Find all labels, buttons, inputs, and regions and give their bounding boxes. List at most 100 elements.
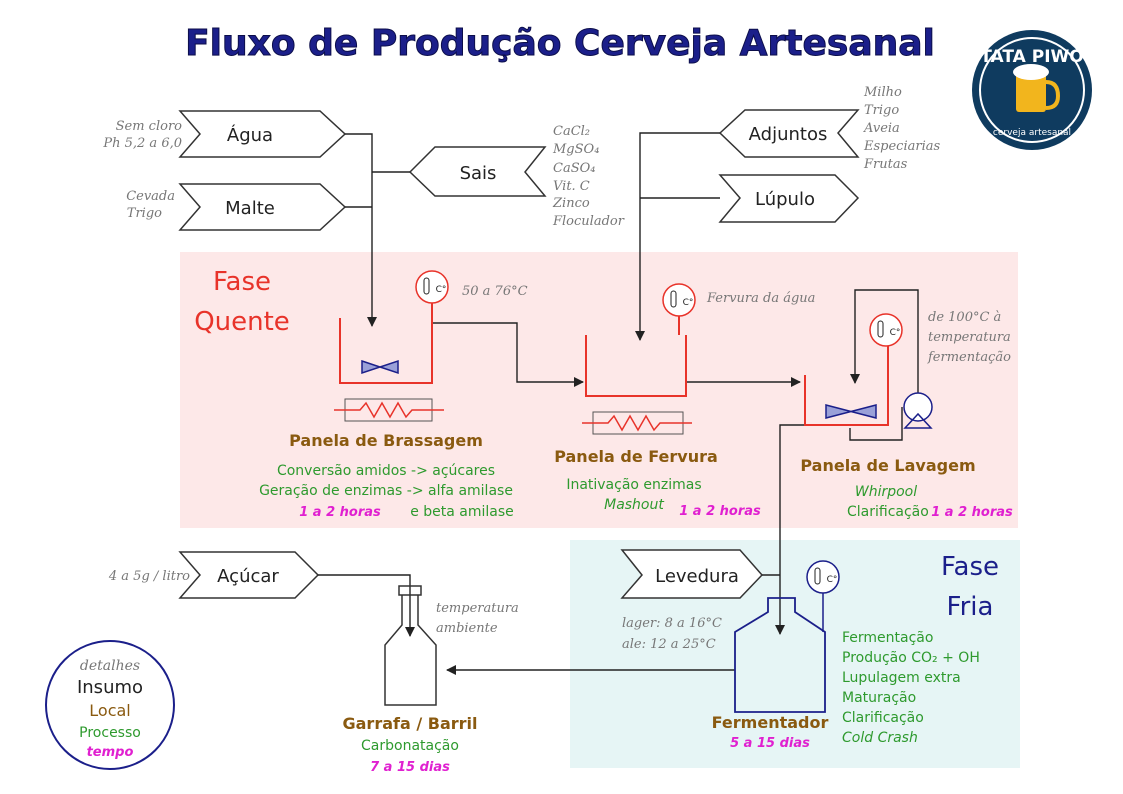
svg-text:C°: C° (890, 328, 901, 338)
adjuntos-detail-5: Frutas (863, 157, 908, 172)
sais-detail-6: Floculador (552, 214, 625, 229)
legend-tempo: tempo (87, 745, 134, 760)
malte-detail-1: Cevada (126, 189, 175, 204)
mixer-icon (825, 404, 877, 419)
lavagem-time: 1 a 2 horas (931, 505, 1013, 520)
input-agua: Água (178, 110, 347, 158)
adjuntos-detail-3: Aveia (863, 121, 900, 136)
adjuntos-detail-2: Trigo (864, 103, 899, 118)
svg-text:C°: C° (683, 298, 694, 308)
input-adjuntos-label: Adjuntos (749, 124, 828, 145)
logo-tagline: cerveja artesanal (993, 128, 1071, 138)
sais-detail-1: CaCl₂ (553, 124, 590, 139)
brassagem-temp: 50 a 76°C (462, 284, 528, 299)
input-sais-label: Sais (460, 163, 497, 184)
garrafa-temp-1: temperatura (436, 601, 519, 616)
beer-mug-icon (1013, 64, 1061, 112)
fermentador-tank: C° (734, 560, 840, 713)
cold-phase-label-1: Fase (941, 552, 999, 582)
fermentador-time: 5 a 15 dias (730, 736, 810, 751)
agua-detail-1: Sem cloro (116, 119, 183, 134)
thermometer-icon: C° (806, 560, 840, 632)
input-levedura-label: Levedura (655, 566, 739, 587)
lavagem-process-2: Clarificação (847, 504, 929, 520)
lavagem-temp-3: fermentação (927, 350, 1011, 365)
lavagem-name: Panela de Lavagem (800, 456, 975, 475)
sais-detail-4: Vit. C (553, 179, 590, 194)
legend-circle (45, 640, 175, 770)
lavagem-pot: C° (804, 313, 933, 429)
thermometer-icon: C° (869, 313, 903, 347)
thermometer-icon: C° (415, 270, 449, 318)
fermentador-process-5: Clarificação (842, 710, 924, 726)
connector-lavagem-fermentador (775, 424, 805, 635)
fervura-process-2: Mashout (604, 497, 664, 513)
input-acucar: Açúcar (178, 551, 320, 599)
legend-detalhes: detalhes (80, 658, 140, 674)
acucar-detail: 4 a 5g / litro (108, 569, 190, 584)
legend-processo: Processo (79, 725, 141, 741)
levedura-detail-2: ale: 12 a 25°C (622, 637, 716, 652)
fervura-temp: Fervura da água (706, 291, 815, 306)
brassagem-process-2: Geração de enzimas -> alfa amilase (259, 483, 513, 499)
input-lupulo-label: Lúpulo (755, 189, 815, 210)
hot-phase-area (180, 252, 1018, 528)
legend-local: Local (89, 701, 130, 720)
brassagem-pot: C° (334, 270, 449, 422)
pump-icon (903, 392, 933, 429)
lavagem-process-1: Whirpool (855, 484, 917, 500)
fermentador-process-1: Fermentação (842, 630, 933, 646)
garrafa-time: 7 a 15 dias (370, 760, 450, 775)
thermometer-icon: C° (662, 283, 696, 335)
input-acucar-label: Açúcar (217, 566, 279, 587)
sais-detail-5: Zinco (552, 196, 590, 211)
bottle-icon (384, 585, 437, 706)
garrafa-temp-2: ambiente (436, 621, 498, 636)
garrafa-name: Garrafa / Barril (343, 714, 478, 733)
garrafa-process-1: Carbonatação (361, 738, 459, 754)
cold-phase-label-2: Fria (947, 592, 994, 622)
input-malte: Malte (178, 183, 347, 231)
malte-detail-2: Trigo (127, 206, 162, 221)
fervura-name: Panela de Fervura (554, 447, 718, 466)
brassagem-time: 1 a 2 horas (299, 505, 381, 520)
fervura-time: 1 a 2 horas (679, 504, 761, 519)
brassagem-process-3: e beta amilase (410, 504, 514, 520)
svg-text:C°: C° (827, 575, 838, 585)
fervura-pot: C° (582, 283, 696, 435)
adjuntos-detail-4: Especiarias (863, 139, 940, 154)
page-title: Fluxo de Produção Cerveja Artesanal (185, 23, 935, 64)
logo: TATA PIWO cerveja artesanal (972, 30, 1092, 150)
input-adjuntos: Adjuntos (718, 109, 860, 158)
fermentador-process-4: Maturação (842, 690, 916, 706)
heater-icon (334, 398, 444, 422)
fermentador-process-3: Lupulagem extra (842, 670, 961, 686)
heater-icon (582, 411, 692, 435)
svg-text:C°: C° (436, 285, 447, 295)
logo-name: TATA PIWO (980, 47, 1083, 67)
legend-insumo: Insumo (77, 677, 143, 698)
connector-adjuntos-fervura (635, 132, 720, 341)
connector-acucar-garrafa (318, 574, 415, 637)
input-lupulo: Lúpulo (718, 174, 860, 223)
hot-phase-label-1: Fase (213, 267, 271, 297)
input-sais: Sais (408, 146, 547, 197)
connector-brassagem-fervura (432, 322, 584, 387)
fermentador-process-2: Produção CO₂ + OH (842, 650, 980, 666)
connector-agua-brassagem (345, 133, 377, 327)
connector-pump-return (849, 407, 903, 441)
agua-detail-2: Ph 5,2 a 6,0 (102, 136, 182, 151)
brassagem-name: Panela de Brassagem (289, 431, 483, 450)
legend: detalhes Insumo Local Processo tempo (45, 640, 175, 770)
hot-phase-label-2: Quente (194, 307, 290, 337)
brassagem-process-1: Conversão amidos -> açúcares (277, 463, 495, 479)
fervura-process-1: Inativação enzimas (566, 477, 701, 493)
levedura-detail-1: lager: 8 a 16°C (622, 616, 722, 631)
lavagem-temp-2: temperatura (928, 330, 1011, 345)
input-malte-label: Malte (225, 198, 275, 219)
lavagem-temp-1: de 100°C à (928, 310, 1001, 325)
input-levedura: Levedura (620, 549, 764, 599)
input-agua-label: Água (227, 124, 273, 146)
mixer-icon (361, 359, 399, 375)
